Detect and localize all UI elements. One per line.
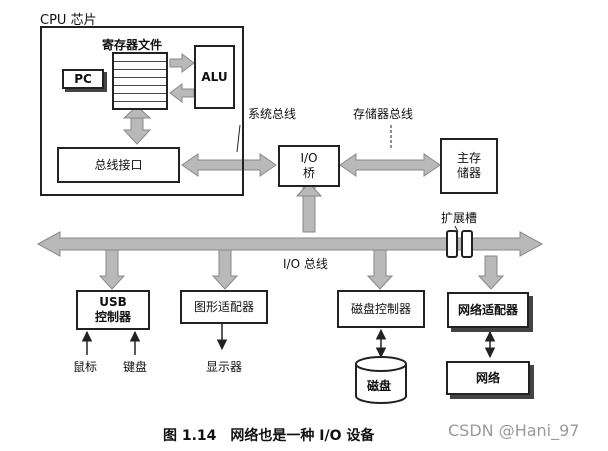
bus-interface: 总线接口	[57, 147, 180, 183]
io-bus-label: I/O 总线	[283, 257, 328, 271]
disk-controller-label: 磁盘控制器	[350, 301, 411, 316]
cpu-chip	[40, 26, 244, 196]
io-bridge-line1: I/O	[300, 151, 318, 165]
main-memory-line1: 主存	[456, 151, 481, 165]
system-bus-arrow	[181, 153, 277, 177]
network-label: 网络	[475, 370, 500, 385]
cpu-chip-title: CPU 芯片	[40, 13, 97, 28]
usb-controller: USB 控制器	[76, 290, 150, 330]
iobus-to-disk-controller-arrow	[366, 249, 394, 290]
io-bridge-line2: 桥	[302, 166, 315, 180]
memory-bus-arrow	[339, 153, 441, 177]
graphics-adapter: 图形适配器	[180, 290, 268, 324]
alu-to-regfile-arrow	[169, 83, 195, 103]
slot-to-network-adapter-arrow	[477, 255, 505, 290]
alu: ALU	[194, 45, 235, 109]
register-file	[112, 52, 168, 110]
alu-label: ALU	[201, 69, 228, 84]
network: 网络	[446, 361, 530, 395]
iobus-to-graphics-arrow	[211, 249, 239, 290]
network-adapter-label: 网络适配器	[457, 302, 518, 317]
bus-interface-label: 总线接口	[94, 157, 143, 172]
watermark: CSDN @Hani_97	[448, 421, 580, 440]
program-counter: PC	[62, 69, 104, 89]
memory-bus-label: 存储器总线	[353, 107, 414, 121]
register-file-label: 寄存器文件	[102, 38, 163, 52]
disk-icon	[355, 356, 407, 404]
usb-controller-line2: 控制器	[94, 310, 131, 324]
usb-controller-line1: USB	[99, 295, 127, 309]
program-counter-label: PC	[74, 71, 92, 86]
io-bus-arrow	[36, 231, 544, 257]
main-memory-line2: 储器	[456, 166, 481, 180]
io-bridge: I/O 桥	[278, 145, 340, 187]
display-label: 显示器	[206, 360, 243, 374]
network-adapter: 网络适配器	[447, 292, 529, 328]
keyboard-label: 键盘	[123, 360, 148, 374]
iobus-to-usb-arrow	[98, 249, 126, 290]
bridge-to-iobus-arrow	[295, 182, 323, 233]
system-bus-label: 系统总线	[248, 107, 297, 121]
main-memory: 主存 储器	[440, 138, 498, 194]
figure-caption: 图 1.14 网络也是一种 I/O 设备	[163, 428, 375, 444]
disk-controller: 磁盘控制器	[337, 290, 425, 328]
graphics-adapter-label: 图形适配器	[193, 299, 254, 314]
regfile-to-businterface-arrow	[122, 105, 152, 145]
system-bus-callout	[236, 124, 241, 153]
expansion-slot-graphics	[446, 230, 473, 258]
expansion-slots-callout	[454, 225, 459, 233]
mouse-label: 鼠标	[73, 360, 98, 374]
expansion-slots-label: 扩展槽	[441, 211, 478, 225]
disk-label: 磁盘	[367, 379, 392, 393]
regfile-to-alu-arrow	[169, 53, 195, 73]
